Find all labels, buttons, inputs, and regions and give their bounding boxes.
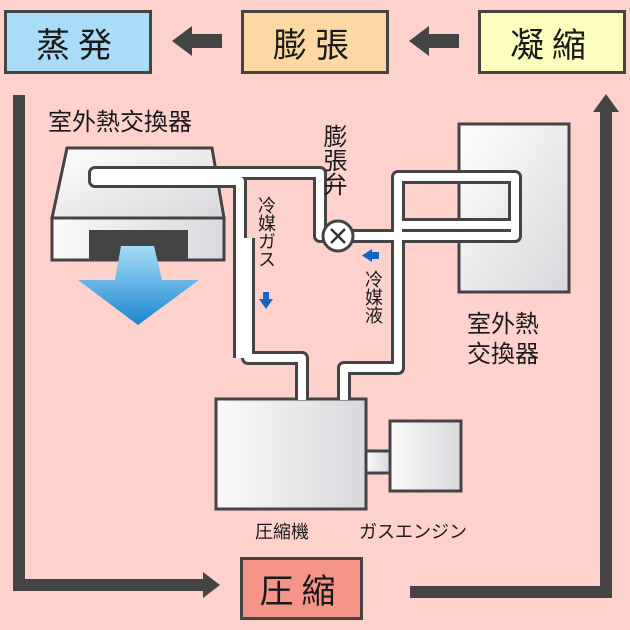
stage-compression: 圧縮 — [240, 557, 363, 620]
arrow-left-icon — [409, 26, 459, 56]
outdoor-hx-right-label-line2: 交換器 — [467, 340, 539, 368]
outdoor-hx-right-label-line1: 室外熱 — [467, 310, 539, 338]
cycle-flow-right — [410, 94, 619, 598]
stage-evaporation: 蒸発 — [4, 10, 152, 74]
outdoor-heat-exchanger-left — [50, 146, 226, 262]
stage-expansion-label: 膨張 — [273, 25, 357, 66]
drive-shaft — [364, 449, 392, 475]
air-flow-arrow-icon — [78, 246, 199, 325]
stage-condensation-label: 凝縮 — [510, 25, 594, 66]
gas-engine-unit — [388, 419, 463, 493]
outdoor-hx-left-label: 室外熱交換器 — [48, 108, 192, 136]
arrow-left-icon — [172, 26, 222, 56]
compressor-label: 圧縮機 — [255, 522, 309, 543]
liquid-flow-arrow-icon — [362, 249, 379, 262]
expansion-valve-label: 膨張弁 — [319, 124, 347, 196]
stage-compression-label: 圧縮 — [259, 572, 344, 612]
refrigerant-gas-label: 冷媒ガス — [255, 196, 276, 268]
expansion-valve-icon — [321, 219, 355, 253]
gas-engine-label: ガスエンジン — [359, 522, 467, 543]
refrigerant-liquid-label: 冷媒液 — [362, 270, 383, 324]
stage-evaporation-label: 蒸発 — [36, 25, 120, 66]
compressor-unit — [214, 397, 368, 511]
cycle-flow-left — [13, 95, 220, 598]
arrow-right-icon — [203, 572, 220, 598]
refrigerant-piping — [88, 166, 522, 400]
stage-condensation: 凝縮 — [478, 10, 626, 74]
gas-flow-arrow-icon — [259, 292, 273, 309]
top-flow-arrows — [172, 26, 459, 56]
stage-expansion: 膨張 — [241, 10, 389, 74]
arrow-up-icon — [593, 94, 619, 112]
